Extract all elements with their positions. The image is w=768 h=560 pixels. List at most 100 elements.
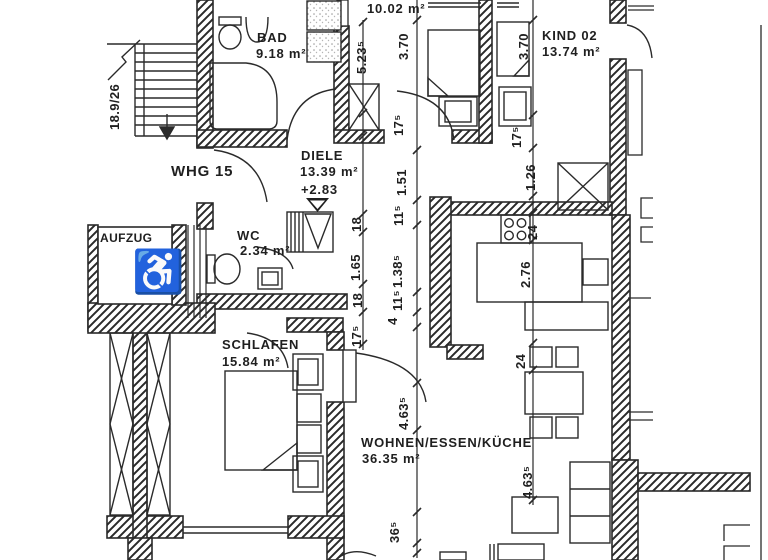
washer <box>306 0 342 31</box>
wall-stairwell-right <box>196 0 214 149</box>
dim-label: 36⁵ <box>387 521 402 543</box>
room-area-wohnen: 36.35 m² <box>362 451 421 466</box>
dim-label: 24 <box>513 353 528 369</box>
wall-shaft-stub <box>127 537 153 560</box>
toilet-cistern <box>218 16 242 26</box>
wall-kitchen-west <box>429 196 452 348</box>
nightstand-schlafen-bottom <box>292 455 324 493</box>
nightstand-kind02 <box>498 86 532 127</box>
wc-fixtures <box>206 211 334 290</box>
wall-kind02-east-lower <box>609 58 627 216</box>
bed-kind02 <box>496 21 530 77</box>
chair <box>529 416 553 439</box>
nightstand-kind01 <box>438 96 478 127</box>
room-area-kind01: 10.02 m² <box>367 1 426 16</box>
bathroom-sink <box>245 16 269 43</box>
dining-table <box>524 371 584 415</box>
wohnen-door-leaf <box>342 349 357 403</box>
dim-label: 18 <box>350 292 365 308</box>
wardrobe <box>627 69 643 156</box>
room-area-kind02: 13.74 m² <box>542 44 601 59</box>
wohnen-door-arc <box>355 352 427 403</box>
doors <box>213 24 653 560</box>
wall-kitchen-north <box>446 201 613 216</box>
dim-label: 2.76 <box>518 261 533 288</box>
coffee-table <box>497 543 545 560</box>
wall-kind02-east-upper <box>609 0 627 24</box>
wall-schlafen-east-upper <box>326 331 345 351</box>
wc-door-arc <box>256 246 294 270</box>
dim-label: 4.63⁵ <box>396 396 411 430</box>
furniture <box>183 2 611 560</box>
room-level-diele: +2.83 <box>301 182 338 197</box>
room-area-schlafen: 15.84 m² <box>222 354 281 369</box>
wall-schlafen-north-right <box>286 317 344 333</box>
dimension-lines <box>362 0 534 558</box>
kind02-door-arc <box>626 24 653 59</box>
room-name-schlafen: SCHLAFEN <box>222 337 300 352</box>
room-name-wohnen: WOHNEN/ESSEN/KÜCHE <box>361 435 533 450</box>
neighbour-details <box>627 5 762 560</box>
shaft-boxes <box>109 332 171 516</box>
nightstand-schlafen-top <box>292 353 324 391</box>
dim-label: 1.38⁵ <box>390 254 405 288</box>
kitchen-sink <box>582 258 609 286</box>
apartment-label: WHG 15 <box>171 163 234 180</box>
dim-label: 11⁵ <box>391 204 406 226</box>
shaft-box-kind02 <box>557 162 609 211</box>
kitchen-counter-2 <box>524 301 609 331</box>
dim-label: 17⁵ <box>509 126 524 148</box>
duct-shaft-wc <box>286 211 334 253</box>
bed-kind01 <box>427 29 481 97</box>
wall-kind-divider <box>478 0 493 144</box>
wall-bad-south <box>196 129 288 148</box>
wheelchair-icon: ♿ <box>132 248 185 295</box>
pillow <box>296 393 322 423</box>
wall-kitchen-west-foot <box>446 344 484 360</box>
dim-label: 1.51 <box>394 169 409 196</box>
wc-cistern <box>206 254 216 284</box>
chair <box>529 346 553 368</box>
bathtub <box>209 62 278 130</box>
dim-label: 5.23⁵ <box>354 40 369 74</box>
room-area-wc: 2.34 m² <box>240 243 291 258</box>
wall-shaft-mid <box>132 329 148 547</box>
room-area-bad: 9.18 m² <box>256 46 307 61</box>
chair <box>555 416 579 439</box>
dim-label: 4 <box>385 317 400 325</box>
dim-label: 1.65 <box>348 254 363 281</box>
wall-wohnen-east-lower <box>611 459 639 560</box>
dim-label: 11⁵ <box>390 289 405 311</box>
room-name-wc: WC <box>237 228 261 243</box>
stair-riser-tread-label: 18.9/26 <box>107 83 122 130</box>
dim-label: 1.26 <box>523 164 538 191</box>
pillow <box>296 424 322 454</box>
elevator-shaft-lines <box>187 225 207 318</box>
room-area-diele: 13.39 m² <box>300 164 359 179</box>
schlafen-door-arc <box>246 332 289 369</box>
dim-label: 3.70 <box>516 33 531 60</box>
stair-break-line <box>107 39 141 81</box>
armchair <box>511 496 559 534</box>
sofa <box>569 461 611 544</box>
dim-label: 17⁵ <box>391 114 406 136</box>
bed-schlafen <box>224 370 298 471</box>
dim-label: 18 <box>349 216 364 232</box>
wall-diele-north-mid <box>333 129 385 144</box>
bottom-door-arc <box>336 551 377 560</box>
bad-door-arc <box>286 88 337 141</box>
elevator-label: AUFZUG <box>100 231 153 245</box>
duct-shaft-top <box>348 83 380 131</box>
room-name-diele: DIELE <box>301 148 344 163</box>
wall-wc-south <box>196 293 348 310</box>
dim-label: 3.70 <box>396 33 411 60</box>
walls <box>87 0 751 560</box>
staircase <box>107 39 197 141</box>
dimension-ticks <box>358 15 538 558</box>
bathroom-fixtures <box>209 0 380 131</box>
wall-schlafen-south-right <box>287 515 345 539</box>
dim-label: 4.63⁵ <box>520 465 535 499</box>
wc-bowl <box>213 253 241 285</box>
